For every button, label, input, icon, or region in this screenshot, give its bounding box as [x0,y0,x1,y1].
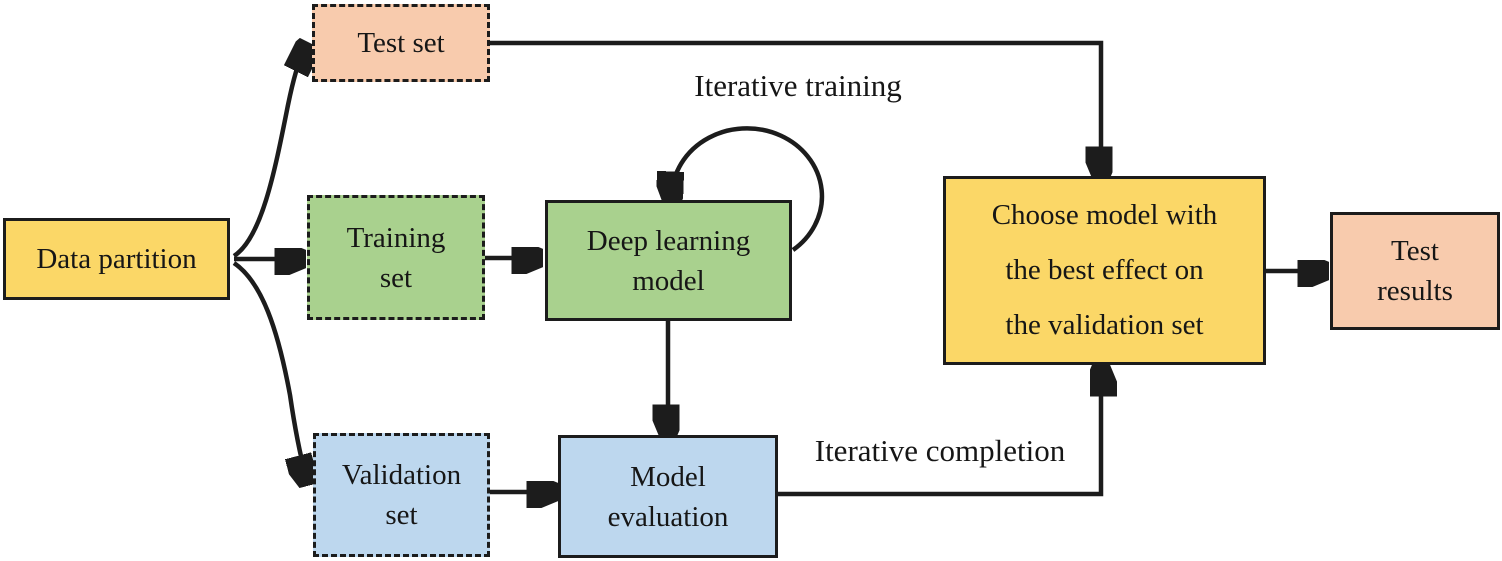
node-choose-model: Choose model with the best effect on the… [943,176,1266,365]
node-model-evaluation: Model evaluation [558,435,778,558]
arrow-datapartition-to-validationset [232,261,306,477]
arrow-testset-to-choosemodel [488,40,1101,169]
node-test-set: Test set [312,4,490,82]
arrow-iterative-training-loop [672,126,825,252]
arrow-datapartition-to-testset [232,50,304,258]
arrow-modelevaluation-to-choosemodel [778,374,1101,497]
node-test-results: Test results [1330,212,1500,330]
label-iterative-training: Iterative training [694,68,902,103]
node-deep-learning-model: Deep learning model [545,200,792,321]
label-iterative-completion: Iterative completion [814,433,1066,468]
node-validation-set: Validation set [313,433,490,557]
node-data-partition: Data partition [3,218,230,300]
node-training-set: Training set [307,195,485,320]
